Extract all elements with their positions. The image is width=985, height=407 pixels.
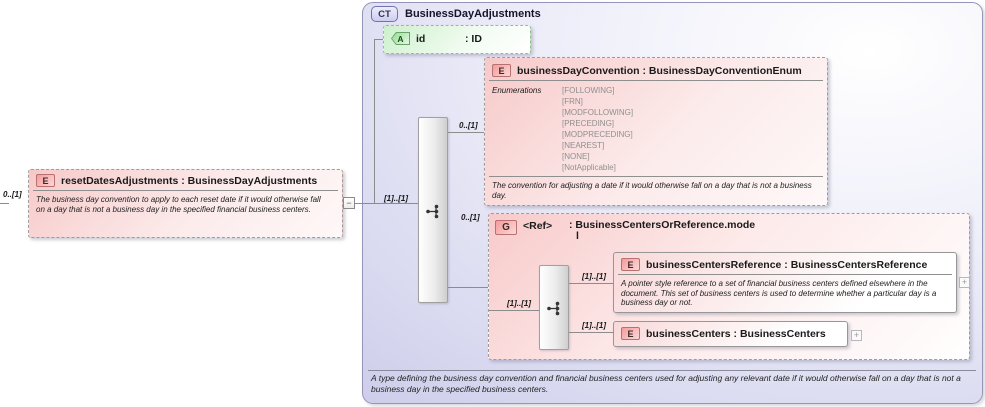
element-business-centers-reference[interactable]: E businessCentersReference : BusinessCen… — [613, 252, 957, 313]
cardinality-group: 0..[1] — [461, 213, 480, 222]
cardinality-business-centers: [1]..[1] — [582, 321, 606, 330]
attribute-icon: A — [391, 32, 410, 45]
divider — [33, 190, 338, 191]
connector-to-sequence — [355, 203, 418, 204]
enum-value: [NotApplicable] — [562, 163, 616, 172]
complex-type-description: A type defining the business day convent… — [371, 373, 961, 394]
attribute-connector-vertical — [374, 39, 375, 204]
group-type-line1: : BusinessCentersOrReference.mode — [569, 219, 756, 231]
element-header: E businessCentersReference : BusinessCen… — [614, 253, 956, 273]
cardinality-outer-sequence: [1]..[1] — [384, 194, 408, 203]
connector-group — [448, 287, 489, 288]
element-header: E businessDayConvention : BusinessDayCon… — [485, 58, 827, 79]
sequence-compositor[interactable] — [418, 117, 448, 303]
divider — [489, 80, 823, 81]
element-title: businessDayConvention : BusinessDayConve… — [517, 64, 802, 77]
element-title: resetDatesAdjustments : BusinessDayAdjus… — [61, 174, 318, 187]
element-icon: E — [492, 64, 511, 77]
complex-type-title: BusinessDayAdjustments — [405, 8, 541, 20]
element-header: E businessCenters : BusinessCenters — [614, 322, 847, 342]
element-icon: E — [36, 174, 55, 187]
element-description: A pointer style reference to a set of fi… — [621, 279, 937, 307]
enumerations-values: [FOLLOWING] [FRN] [MODFOLLOWING] [PRECED… — [562, 85, 633, 173]
enum-value: [NEAREST] — [562, 141, 605, 150]
enum-value: [FRN] — [562, 97, 583, 106]
enum-value: [PRECEDING] — [562, 119, 615, 128]
attribute-id[interactable]: A id : ID — [383, 25, 531, 54]
cardinality-reset-dates: 0..[1] — [3, 190, 22, 199]
element-business-day-convention[interactable]: E businessDayConvention : BusinessDayCon… — [484, 57, 828, 206]
enumerations-label: Enumerations — [492, 86, 542, 95]
group-header: G <Ref> : BusinessCentersOrReference.mod… — [489, 214, 969, 244]
collapse-toggle[interactable]: − — [343, 197, 355, 209]
element-icon: E — [621, 327, 640, 340]
group-type-line2: l — [576, 230, 579, 242]
cardinality-business-centers-reference: [1]..[1] — [582, 272, 606, 281]
inner-sequence-icon — [547, 301, 560, 316]
cardinality-inner-sequence: [1]..[1] — [507, 299, 531, 308]
enumerations-section: Enumerations [FOLLOWING] [FRN] [MODFOLLO… — [485, 82, 827, 175]
enum-value: [MODFOLLOWING] — [562, 108, 634, 117]
element-description: The convention for adjusting a date if i… — [492, 181, 812, 200]
divider — [489, 176, 823, 177]
enum-value: [NONE] — [562, 152, 590, 161]
footer-divider — [368, 370, 976, 371]
sequence-icon — [426, 204, 439, 219]
expand-toggle-business-centers[interactable]: + — [851, 330, 862, 341]
element-title: businessCenters : BusinessCenters — [646, 327, 826, 340]
complex-type-header: CT BusinessDayAdjustments — [371, 6, 541, 22]
element-header: E resetDatesAdjustments : BusinessDayAdj… — [29, 170, 342, 189]
element-icon: E — [621, 258, 640, 271]
attribute-header: A id : ID — [384, 26, 530, 47]
expand-toggle-business-centers-reference[interactable]: + — [959, 277, 970, 288]
attribute-name: id — [416, 32, 426, 45]
connector-left-stub — [0, 203, 9, 204]
connector-inner-sequence — [489, 310, 539, 311]
connector-business-centers — [569, 332, 613, 333]
attribute-connector-stub — [374, 39, 384, 40]
inner-sequence-compositor[interactable] — [539, 265, 569, 350]
element-business-centers[interactable]: E businessCenters : BusinessCenters — [613, 321, 848, 347]
element-title: businessCentersReference : BusinessCente… — [646, 258, 928, 271]
complex-type-icon: CT — [371, 6, 398, 22]
connector-business-centers-reference — [569, 283, 613, 284]
connector-business-day-convention — [448, 132, 484, 133]
cardinality-business-day-convention: 0..[1] — [459, 121, 478, 130]
group-name: <Ref> — [523, 220, 553, 232]
attribute-type: : ID — [465, 32, 482, 45]
enum-value: [FOLLOWING] — [562, 86, 615, 95]
group-type: : BusinessCentersOrReference.mode l — [569, 220, 755, 242]
enum-value: [MODPRECEDING] — [562, 130, 633, 139]
divider — [618, 274, 952, 275]
element-reset-dates-adjustments[interactable]: E resetDatesAdjustments : BusinessDayAdj… — [28, 169, 343, 238]
group-icon: G — [495, 220, 517, 235]
element-description: The business day convention to apply to … — [36, 195, 321, 214]
